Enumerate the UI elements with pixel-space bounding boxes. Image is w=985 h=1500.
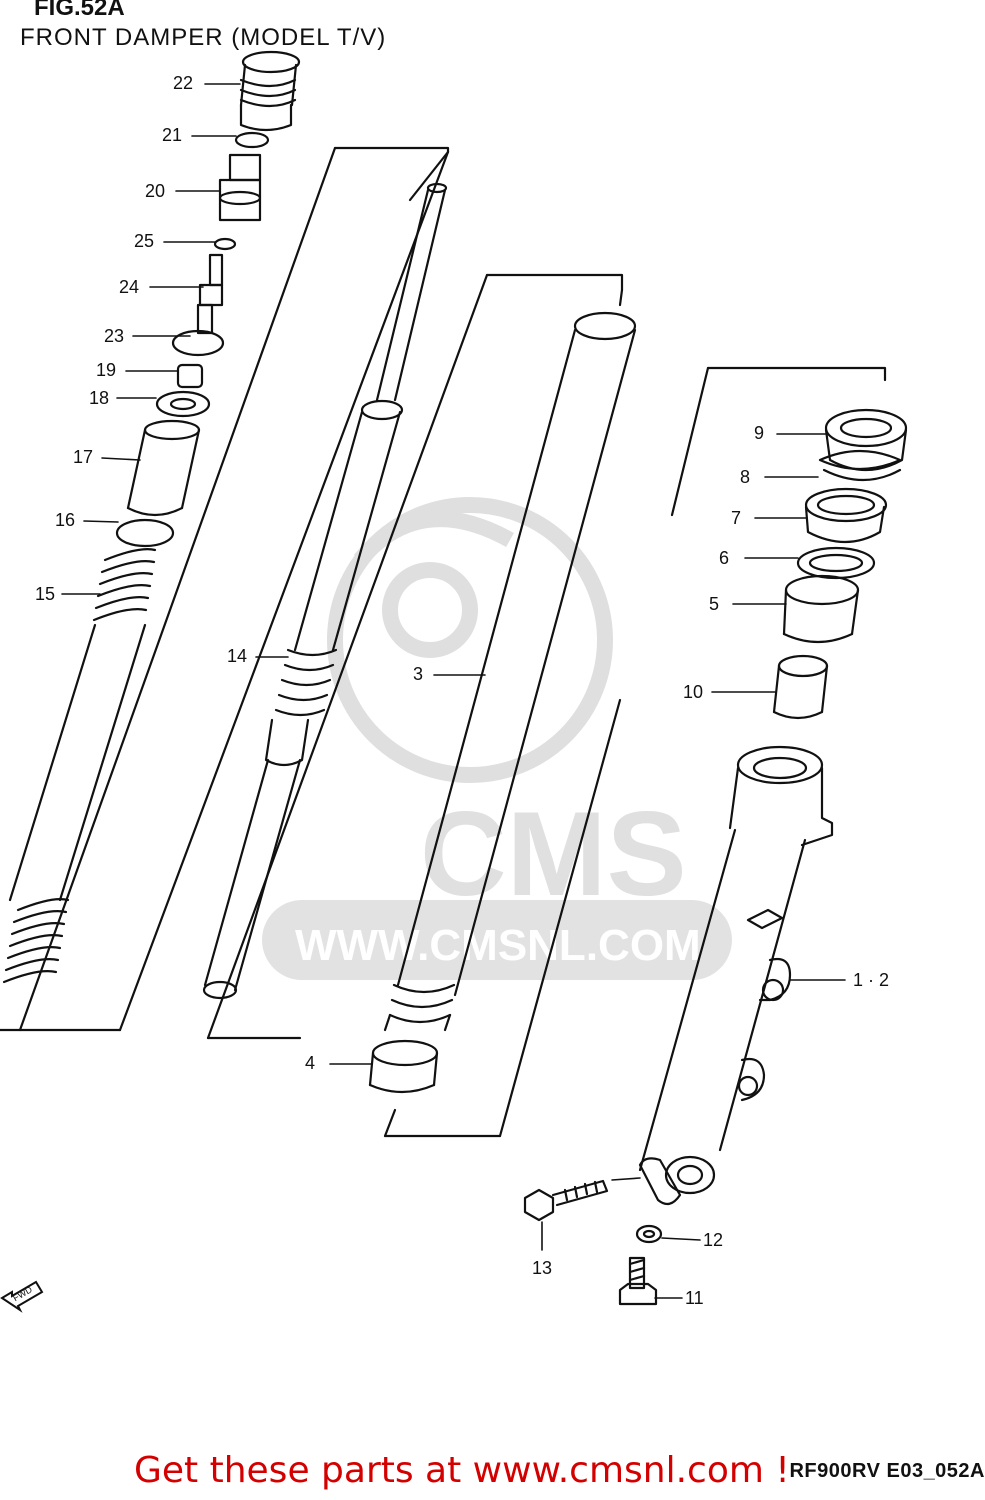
part-5-slide-bush (782, 574, 860, 644)
fwd-arrow-icon: FWD (0, 1280, 44, 1313)
callout-18: 18 (89, 388, 110, 408)
callout-17: 17 (73, 447, 94, 467)
leader-lines (61, 83, 846, 1299)
callout-9: 9 (754, 423, 765, 443)
part-15-spring (2, 548, 157, 984)
part-6-washer (796, 546, 876, 580)
outline-outer-tube (206, 273, 624, 1138)
part-24-rod (196, 253, 224, 335)
callout-10: 10 (683, 682, 704, 702)
figure-title: FIG.52A (34, 0, 125, 21)
part-1-2-outer-leg (638, 745, 834, 1206)
callout-7: 7 (731, 508, 742, 528)
part-11-bolt (618, 1256, 658, 1306)
promo-link[interactable]: Get these parts at www.cmsnl.com ! (134, 1450, 790, 1491)
callout-13: 13 (532, 1258, 553, 1278)
callout-22: 22 (173, 73, 194, 93)
callout-1-2: 1 · 2 (853, 970, 890, 990)
part-22-cap-bolt (239, 50, 301, 132)
callout-16: 16 (55, 510, 76, 530)
callout-5: 5 (709, 594, 720, 614)
callout-25: 25 (134, 231, 155, 251)
callout-20: 20 (145, 181, 166, 201)
part-13-axle-bolt (523, 1179, 609, 1222)
part-12-washer (635, 1224, 663, 1244)
callout-4: 4 (305, 1053, 316, 1073)
callout-3: 3 (413, 664, 424, 684)
part-4-bushing (368, 1039, 439, 1094)
part-3-outer-tube (383, 311, 637, 1032)
callout-14: 14 (227, 646, 248, 666)
part-17-spacer (126, 419, 201, 517)
part-9-dust-seal (824, 408, 908, 471)
figure-subtitle: FRONT DAMPER (MODEL T/V) (20, 24, 387, 51)
outline-inner-tube (0, 146, 450, 1032)
part-25-washer (213, 237, 237, 251)
part-8-stopper-ring (818, 449, 902, 482)
part-20-adjuster (218, 153, 262, 222)
part-10-oil-lock (772, 654, 829, 720)
outline-seal-kit (670, 366, 887, 517)
watermark-url: WWW.CMSNL.COM (295, 921, 701, 970)
part-18-seat (155, 390, 211, 418)
part-23-circlip (171, 329, 225, 357)
callout-19: 19 (96, 360, 117, 380)
part-16-washer (115, 518, 175, 548)
callout-24: 24 (119, 277, 140, 297)
part-14-damper-rod (202, 182, 448, 1000)
callout-6: 6 (719, 548, 730, 568)
callout-23: 23 (104, 326, 125, 346)
watermark-brand: CMS (420, 787, 687, 921)
callout-21: 21 (162, 125, 183, 145)
callout-8: 8 (740, 467, 751, 487)
callout-15: 15 (35, 584, 56, 604)
part-7-oil-seal (804, 487, 888, 543)
callout-11: 11 (685, 1288, 704, 1308)
callout-12: 12 (703, 1230, 724, 1250)
part-21-o-ring (234, 131, 270, 149)
part-19-collar (176, 363, 204, 389)
diagram-reference-code: RF900RV E03_052A (789, 1460, 985, 1482)
